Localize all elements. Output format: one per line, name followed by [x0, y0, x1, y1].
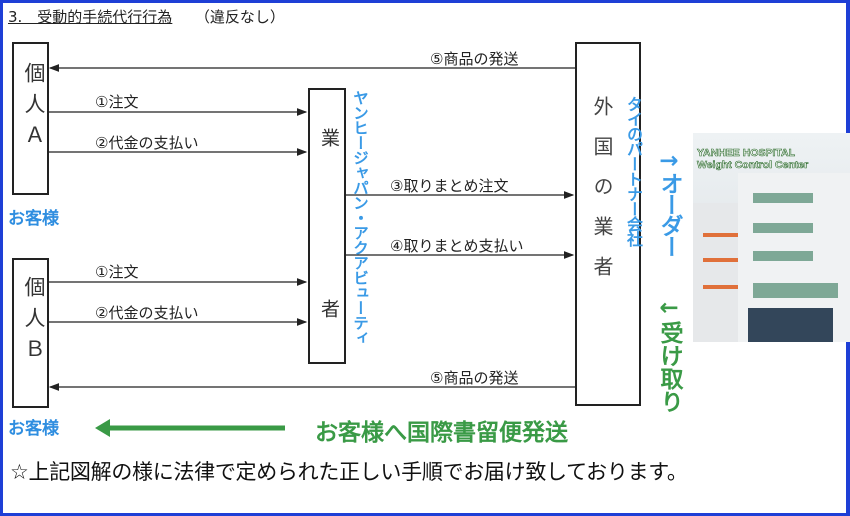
- order-b-label: ①注文: [95, 263, 139, 281]
- hospital-name: YANHEE HOSPITAL: [697, 147, 796, 160]
- ship-top-label: ⑤商品の発送: [430, 50, 519, 68]
- shipping-banner: お客様へ国際書留便発送: [315, 420, 568, 446]
- section-title: 3. 受動的手続代行行為 （違反なし）: [8, 6, 285, 27]
- hospital-sign: YANHEE HOSPITAL Weight Control Center: [697, 147, 809, 172]
- foreign-agent-box: 外国の業者 タイのパートナー会社: [575, 42, 643, 406]
- green-left-arrow: [95, 419, 285, 437]
- middle-agent-box: 業 者: [308, 88, 346, 364]
- footer-note: ☆上記図解の様に法律で定められた正しい手順でお届け致しております。: [10, 460, 688, 484]
- ship-bottom-label: ⑤商品の発送: [430, 369, 519, 387]
- individual-b-box: 個人Ｂ: [12, 258, 49, 408]
- individual-a-label: 個人Ａ: [22, 62, 46, 155]
- title-note: （違反なし）: [202, 8, 285, 26]
- pay-a-label: ②代金の支払い: [95, 134, 199, 152]
- individual-b-label: 個人Ｂ: [22, 276, 46, 369]
- customer-a-label: お客様: [8, 209, 59, 229]
- middle-company-label: ヤンヒージャパン・アクアビューティ: [351, 90, 369, 345]
- order-label: →オーダー: [656, 148, 682, 256]
- individual-a-box: 個人Ａ: [12, 42, 49, 195]
- middle-agent-label: 業 者: [318, 128, 340, 356]
- order-a-label: ①注文: [95, 93, 139, 111]
- customer-b-label: お客様: [8, 419, 59, 439]
- receive-label: ←受け取り: [656, 295, 682, 413]
- bulk-order-label: ③取りまとめ注文: [390, 177, 509, 195]
- pay-b-label: ②代金の支払い: [95, 304, 199, 322]
- foreign-agent-label: 外国の業者: [590, 96, 614, 296]
- foreign-company-label: タイのパートナー会社: [624, 96, 643, 246]
- bulk-pay-label: ④取りまとめ支払い: [390, 237, 524, 255]
- hospital-center: Weight Control Center: [697, 159, 809, 172]
- hospital-photo: YANHEE HOSPITAL Weight Control Center: [693, 133, 850, 342]
- title-main: 3. 受動的手続代行行為: [8, 8, 173, 26]
